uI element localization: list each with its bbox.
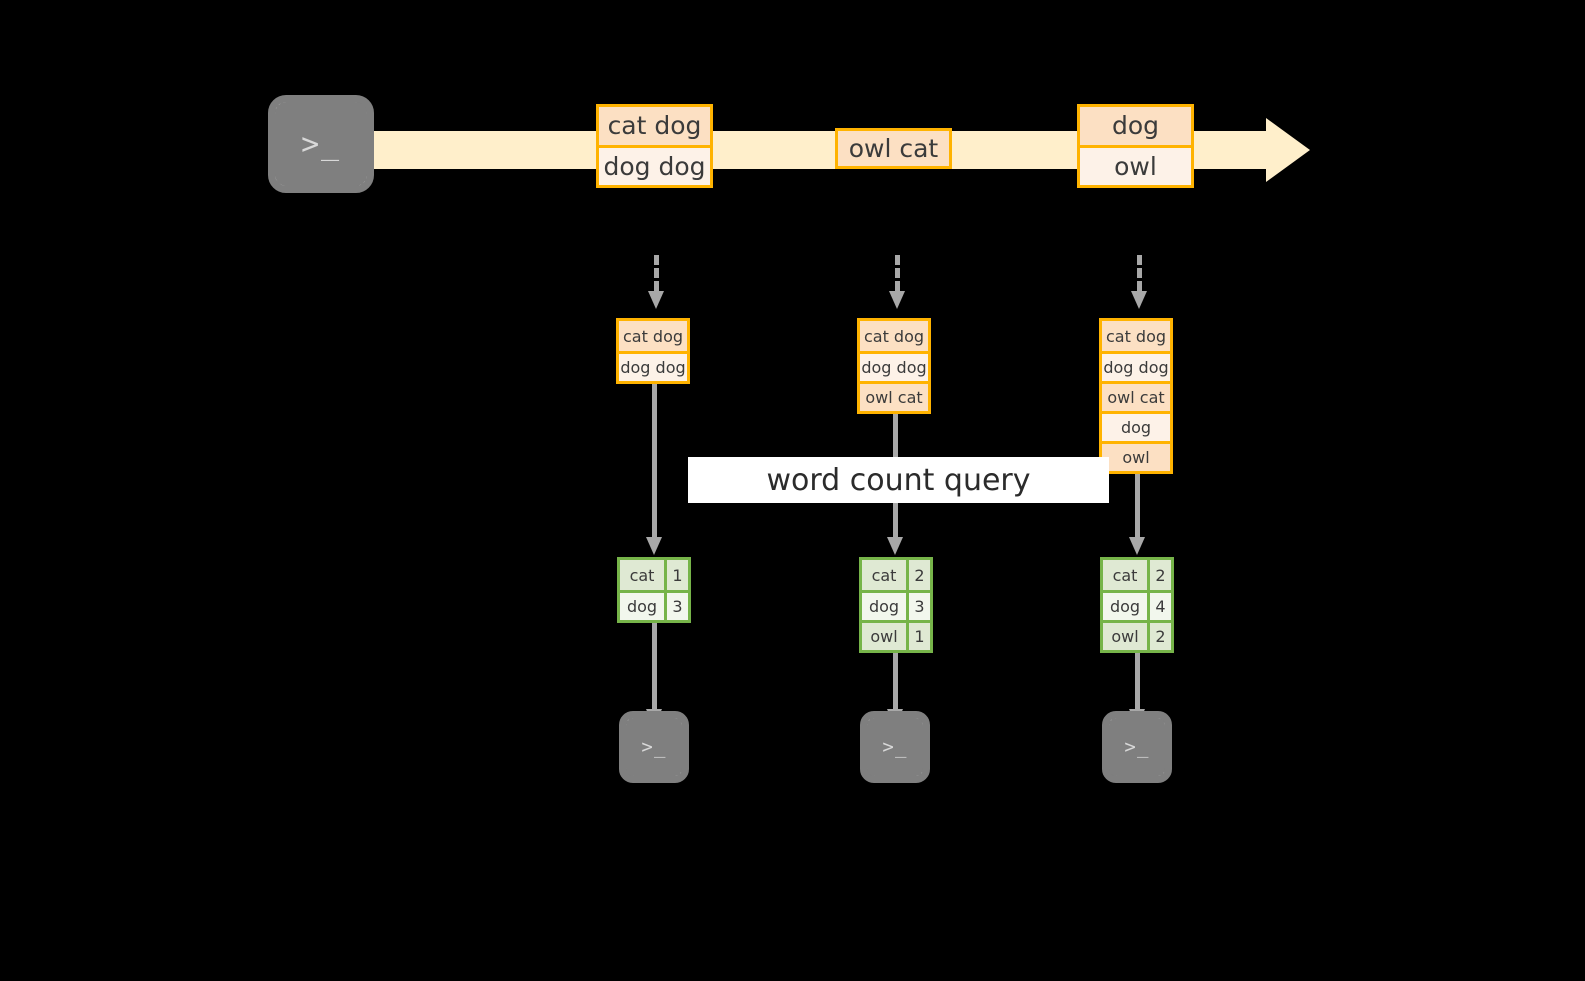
arrowhead-icon — [1131, 291, 1147, 309]
result-word: cat — [871, 565, 897, 585]
arrowhead-icon — [889, 291, 905, 309]
result-word: dog — [868, 597, 900, 616]
sink-terminal-prompt-glyph: >_ — [641, 736, 667, 758]
sink-terminal-prompt-glyph: >_ — [882, 736, 908, 758]
table-row: cat 2 — [1103, 560, 1171, 590]
source-terminal-body — [275, 102, 367, 186]
snapshot-1-input-stack: cat dog dog dog — [616, 318, 690, 384]
snapshot-2-sink-terminal-icon: >_ — [860, 711, 930, 783]
result-word: owl — [1111, 627, 1139, 646]
snapshot-3-sink-terminal-icon: >_ — [1102, 711, 1172, 783]
snapshot-1-result-table: cat 1 dog 3 — [617, 557, 691, 623]
arrowhead-icon — [646, 537, 662, 555]
stream-record-2: owl cat — [835, 128, 952, 169]
table-row: owl 2 — [1103, 620, 1171, 650]
input-line: cat dog — [860, 321, 928, 351]
source-terminal-prompt-glyph: >_ — [301, 126, 341, 162]
arrowhead-icon — [887, 537, 903, 555]
table-row: cat 1 — [620, 560, 688, 590]
stream-record-line: owl — [1080, 144, 1191, 185]
stream-record-1: cat dog dog dog — [596, 104, 713, 188]
stream-record-line: dog — [1080, 107, 1191, 145]
sink-terminal-prompt-glyph: >_ — [1124, 736, 1150, 758]
input-line: owl cat — [1102, 381, 1170, 411]
stream-arrowhead-icon — [1266, 118, 1310, 182]
result-count: 3 — [906, 593, 930, 620]
result-count: 2 — [906, 560, 930, 590]
input-line: cat dog — [1102, 321, 1170, 351]
result-word: owl — [870, 627, 898, 646]
result-count: 1 — [664, 560, 688, 590]
input-line: dog dog — [1102, 351, 1170, 381]
sink-terminal-body — [1109, 718, 1165, 776]
result-count: 1 — [906, 623, 930, 650]
input-line: dog dog — [619, 351, 687, 381]
table-row: owl 1 — [862, 620, 930, 650]
input-line: dog — [1102, 411, 1170, 441]
query-label: word count query — [688, 457, 1109, 503]
result-word: dog — [626, 597, 658, 616]
result-word: dog — [1109, 597, 1141, 616]
sink-terminal-body — [626, 718, 682, 776]
arrowhead-icon — [648, 291, 664, 309]
result-count: 4 — [1147, 593, 1171, 620]
snapshot-1-sink-terminal-icon: >_ — [619, 711, 689, 783]
result-word: cat — [629, 565, 655, 585]
snapshot-2-input-stack: cat dog dog dog owl cat — [857, 318, 931, 414]
arrowhead-icon — [1129, 537, 1145, 555]
stream-record-3: dog owl — [1077, 104, 1194, 188]
result-count: 2 — [1147, 623, 1171, 650]
result-count: 2 — [1147, 560, 1171, 590]
table-row: dog 3 — [862, 590, 930, 620]
snapshot-2-result-table: cat 2 dog 3 owl 1 — [859, 557, 933, 653]
stream-record-line: cat dog — [599, 107, 710, 145]
result-word: cat — [1112, 565, 1138, 585]
table-row: dog 4 — [1103, 590, 1171, 620]
table-row: dog 3 — [620, 590, 688, 620]
snapshot-3-result-table: cat 2 dog 4 owl 2 — [1100, 557, 1174, 653]
stream-record-line: owl cat — [838, 131, 949, 166]
input-line: owl cat — [860, 381, 928, 411]
input-line: dog dog — [860, 351, 928, 381]
stream-record-line: dog dog — [599, 144, 710, 185]
table-row: cat 2 — [862, 560, 930, 590]
result-count: 3 — [664, 593, 688, 620]
source-terminal-icon: >_ — [268, 95, 374, 193]
input-line: owl — [1102, 441, 1170, 471]
snapshot-3-input-stack: cat dog dog dog owl cat dog owl — [1099, 318, 1173, 474]
input-line: cat dog — [619, 321, 687, 351]
sink-terminal-body — [867, 718, 923, 776]
